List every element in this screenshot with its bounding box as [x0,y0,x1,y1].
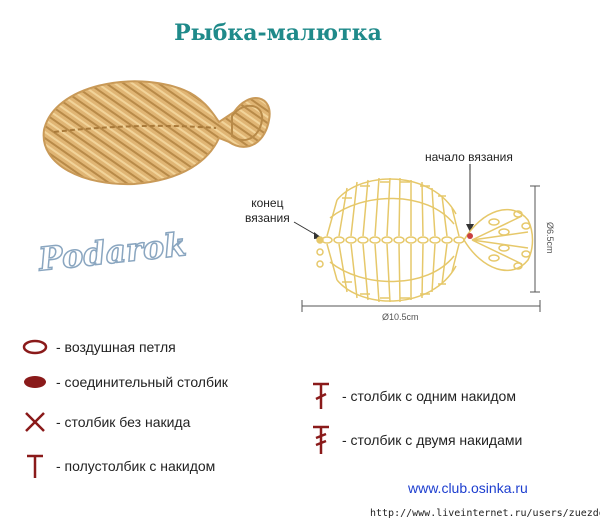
double-crochet-icon [306,382,336,410]
half-double-crochet-icon [20,452,50,480]
end-label-line2: вязания [245,211,290,225]
svg-text:Podarok: Podarok [36,225,188,278]
treble-crochet-icon [306,425,336,454]
height-dimension: Ø6.5cm [545,222,555,254]
crochet-schema: Ø10.5cm Ø6.5cm [293,164,555,322]
footer-url: http://www.liveinternet.ru/users/zuezdo7… [370,508,600,519]
legend-item-double-crochet: - столбик с одним накидом [306,382,516,410]
slip-stitch-icon [20,368,50,396]
legend-item-slip-stitch: - соединительный столбик [20,368,228,396]
legend-label: - столбик без накида [56,414,191,430]
site-link[interactable]: www.club.osinka.ru [408,480,528,496]
podarok-watermark: Podarok [35,224,189,278]
single-crochet-icon [20,408,50,436]
end-label-line1: конец [251,196,284,210]
start-label: начало вязания [425,150,513,164]
legend-item-half-double: - полустолбик с накидом [20,452,215,480]
legend-item-single-crochet: - столбик без накида [20,408,190,436]
crocheted-fish-photo [42,80,271,186]
legend-item-chain-stitch: - воздушная петля [20,333,176,361]
legend-label: - полустолбик с накидом [56,458,216,474]
end-label: конец вязания [245,196,290,226]
legend-item-treble-crochet: - столбик с двумя накидами [306,425,523,454]
legend-label: - столбик с двумя накидами [342,432,523,448]
width-dimension: Ø10.5cm [382,312,419,322]
legend-label: - столбик с одним накидом [342,388,516,404]
legend-label: - воздушная петля [56,339,176,355]
page-title: Рыбка-малютка [174,20,382,46]
chain-stitch-icon [20,333,50,361]
legend-label: - соединительный столбик [56,374,228,390]
